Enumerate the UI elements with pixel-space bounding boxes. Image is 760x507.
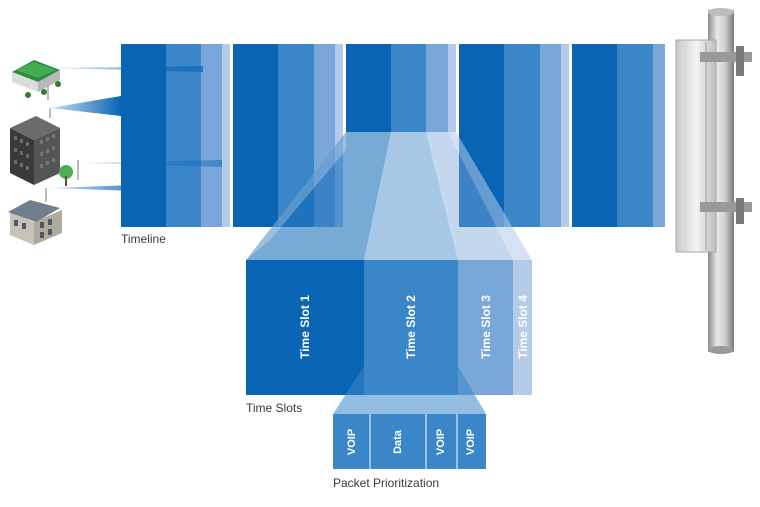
commercial-building-icon [12,60,61,100]
timeline-frame-5 [572,44,665,227]
packet-4-label: VOIP [465,428,477,456]
packet-prioritization-label: Packet Prioritization [333,476,440,490]
time-slot-4-block [513,260,532,395]
time-slot-2-label: Time Slot 2 [404,295,418,359]
antenna-tower-icon [675,8,752,354]
timeline-label: Timeline [121,232,166,246]
timeline-frame-1 [121,44,230,227]
office-tower-icon [10,108,79,186]
packet-row [333,414,486,469]
house-icon [8,188,62,245]
time-slot-1-label: Time Slot 1 [298,295,312,359]
time-slot-3-block [458,260,513,395]
time-slots-label: Time Slots [246,401,303,415]
timeline-frame-3 [346,44,456,132]
packet-3-label: VOIP [435,428,447,456]
signal-beams [50,66,222,192]
packet-1-label: VOIP [346,428,358,456]
time-slot-1-block [246,260,364,395]
time-slot-4-label: Time Slot 4 [516,295,530,359]
time-slot-3-label: Time Slot 3 [479,295,493,359]
packet-2-label: Data [392,430,404,454]
timeslot-funnel [246,132,532,260]
packet-funnel [333,366,486,414]
